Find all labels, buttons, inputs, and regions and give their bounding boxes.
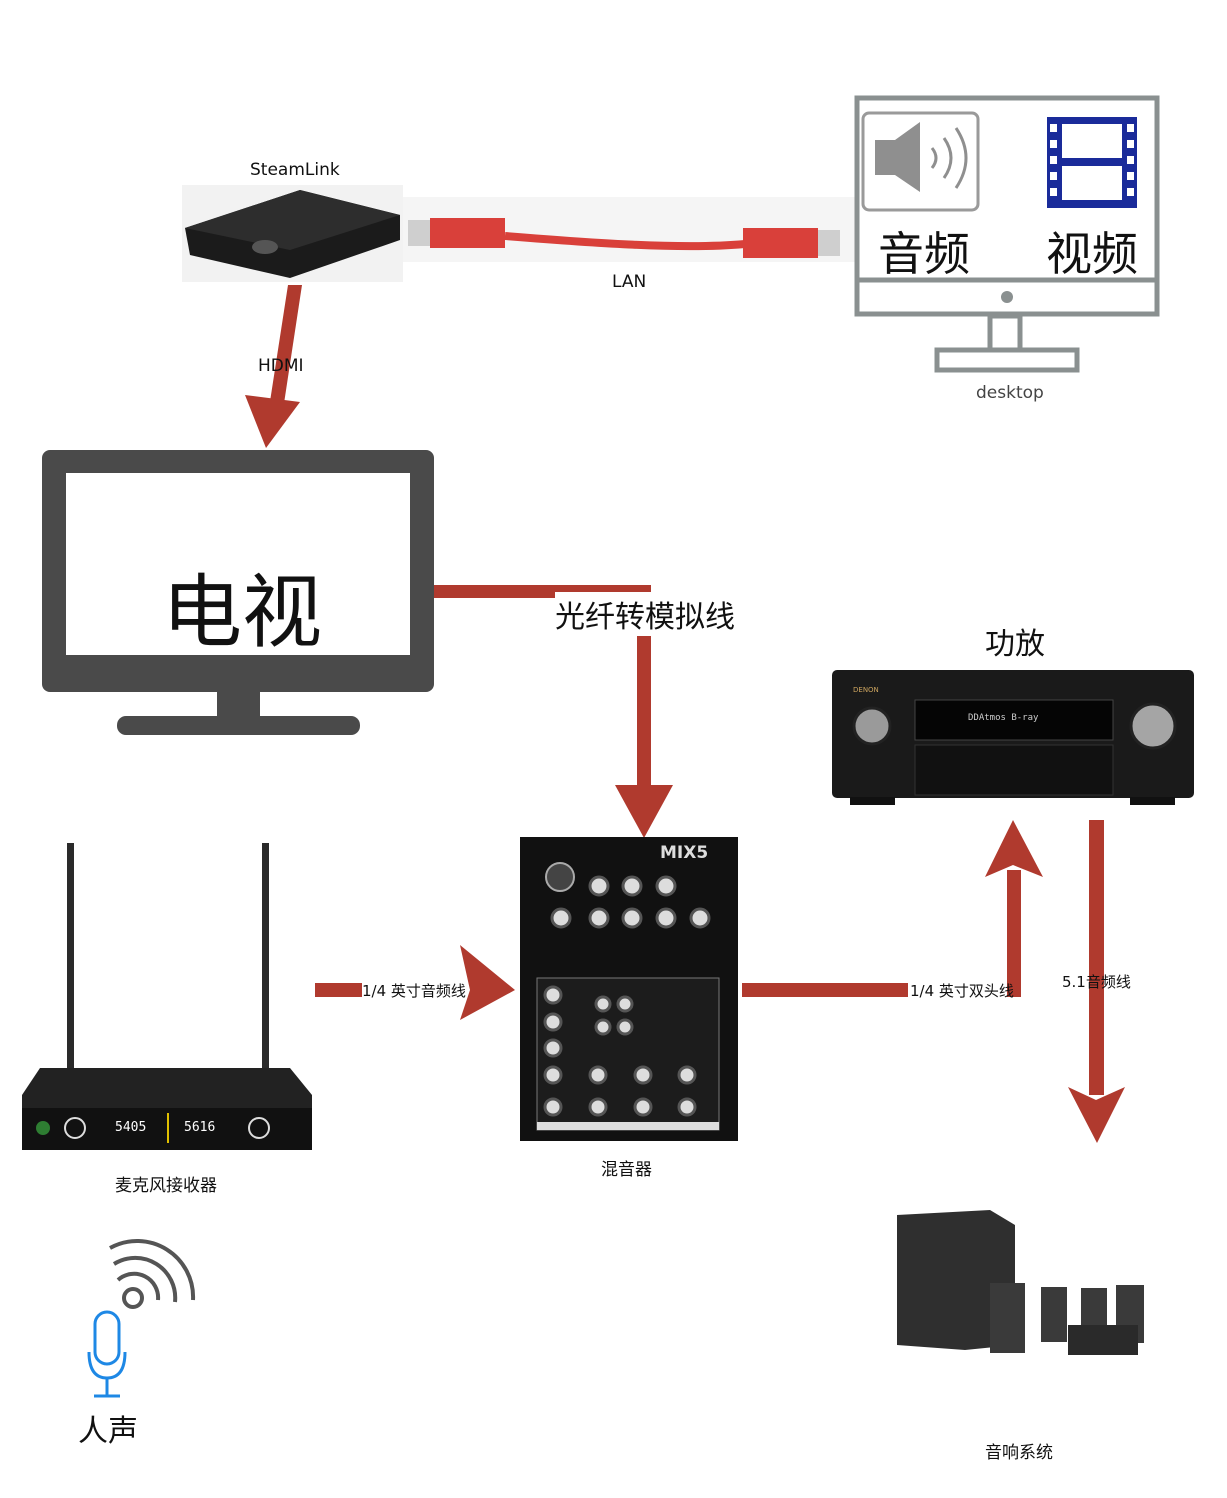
amplifier-label: 功放	[985, 627, 1045, 662]
lan-cable	[403, 197, 855, 262]
film-icon	[1047, 117, 1137, 208]
tv-label: 电视	[162, 566, 322, 659]
optical-arrow	[434, 585, 673, 838]
amplifier-brand: DENON	[853, 686, 879, 694]
desktop-video-label: 视频	[1046, 227, 1138, 281]
microphone-icon	[87, 1310, 127, 1398]
quarter-inch-audio-label: 1/4 英寸音频线	[362, 982, 466, 1000]
voice-label: 人声	[78, 1414, 138, 1449]
desktop-audio-label: 音频	[878, 227, 970, 281]
speaker-icon	[861, 111, 980, 212]
quarter-inch-audio-arrow	[315, 945, 515, 1020]
receiver-freq-2: 5616	[184, 1120, 216, 1135]
mixer-brand: MIX5	[660, 843, 709, 863]
mixer-label: 混音器	[601, 1160, 652, 1180]
receiver-device	[22, 843, 312, 1150]
surround-arrow	[1068, 820, 1125, 1143]
desktop-monitor	[854, 95, 1160, 373]
steamlink-label: SteamLink	[250, 160, 340, 180]
receiver-freq-1: 5405	[115, 1120, 147, 1135]
amplifier-display: DDAtmos B-ray	[968, 713, 1039, 723]
lan-label: LAN	[612, 272, 647, 292]
receiver-label: 麦克风接收器	[115, 1176, 217, 1196]
mixer-device	[520, 837, 738, 1141]
wireless-icon	[109, 1239, 196, 1309]
quarter-inch-dual-arrow	[742, 820, 1043, 997]
quarter-inch-dual-label: 1/4 英寸双头线	[910, 982, 1014, 1000]
amplifier-device	[832, 670, 1194, 805]
hdmi-label: HDMI	[258, 356, 304, 376]
desktop-label: desktop	[976, 383, 1044, 403]
optical-label: 光纤转模拟线	[555, 592, 735, 636]
speakers-label: 音响系统	[985, 1443, 1053, 1463]
speaker-system	[897, 1210, 1144, 1355]
hdmi-arrow	[245, 285, 302, 448]
surround-label: 5.1音频线	[1062, 973, 1131, 991]
tv-icon	[42, 450, 434, 735]
steamlink-device	[182, 185, 403, 282]
